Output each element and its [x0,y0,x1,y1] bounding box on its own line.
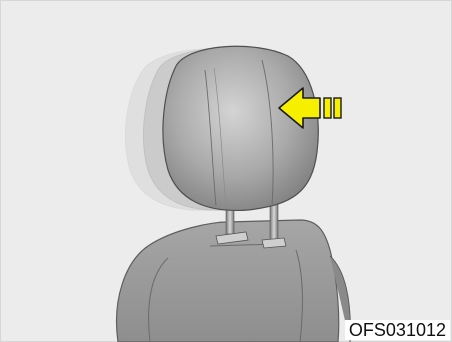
arrow-left-icon [278,87,342,129]
figure-code-label: OFS031012 [344,320,450,340]
headrest-rods [215,197,287,249]
headrest-front [162,45,319,212]
